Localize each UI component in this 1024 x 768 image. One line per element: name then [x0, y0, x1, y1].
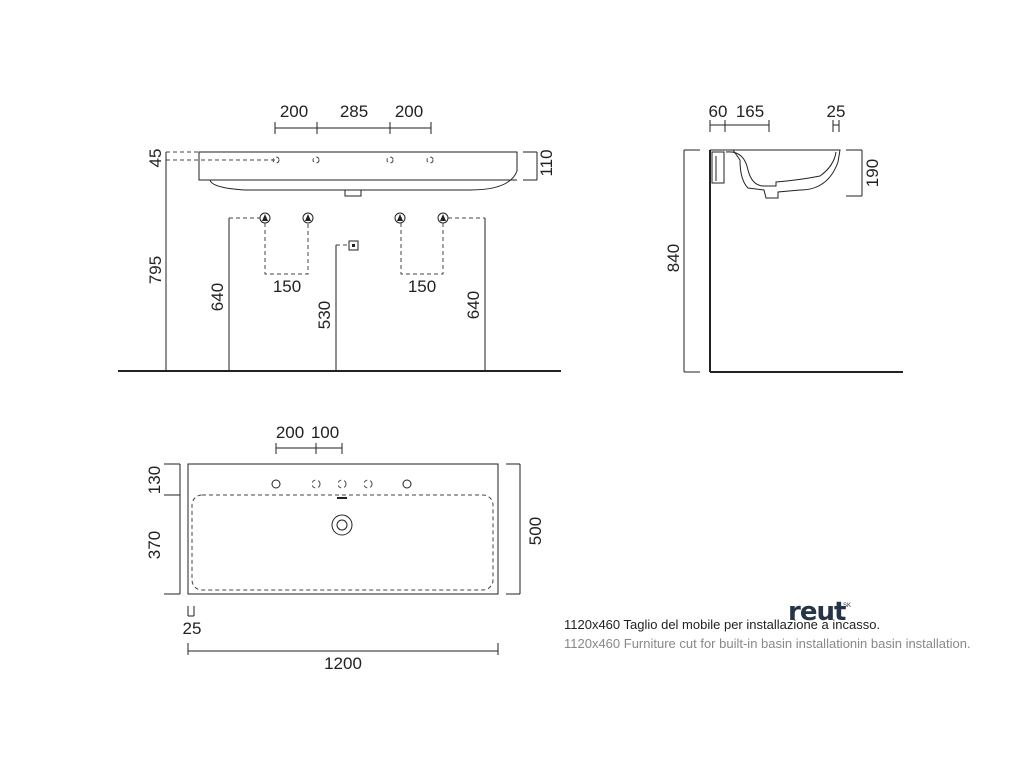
- front-drain-symbol: [348, 240, 359, 251]
- plan-drain: [331, 514, 353, 536]
- plan-dim-1200: 1200: [324, 654, 362, 673]
- plan-tap-hole: [271, 479, 281, 489]
- front-dim-110: 110: [537, 149, 556, 176]
- side-dim-25: 25: [827, 102, 846, 121]
- plan-dim-130: 130: [145, 466, 164, 494]
- reut-logo-superscript: SK: [843, 603, 852, 609]
- plan-tap-hole: [363, 479, 373, 489]
- plan-tap-hole: [402, 479, 412, 489]
- side-dim-840: 840: [664, 244, 683, 272]
- front-tap-hole: [312, 156, 320, 164]
- plan-tap-hole: [337, 479, 347, 489]
- plan-dim-500: 500: [526, 517, 545, 545]
- front-dim-150-left: 150: [273, 277, 301, 296]
- plan-tap-hole: [311, 479, 321, 489]
- side-dim-165: 165: [736, 102, 764, 121]
- front-dim-45: 45: [146, 149, 165, 168]
- front-dim-530: 530: [315, 301, 334, 329]
- plan-overflow: [337, 497, 347, 499]
- front-tap-hole: [426, 156, 434, 164]
- plan-outer-outline: [187, 463, 499, 595]
- plan-dim-370: 370: [145, 531, 164, 559]
- front-tap-hole: [386, 156, 394, 164]
- front-view: 200 285 200 45 795 110: [118, 102, 561, 372]
- front-drain: [344, 189, 362, 197]
- reut-logo: reut: [788, 597, 846, 627]
- front-basin-outline: [198, 151, 518, 191]
- front-supply-right: [394, 212, 449, 224]
- front-dim-200-right: 200: [395, 102, 423, 121]
- front-supply-left: [259, 212, 314, 224]
- caption-english: 1120x460 Furniture cut for built-in basi…: [564, 636, 971, 651]
- front-dim-285: 285: [340, 102, 368, 121]
- plan-dim-25: 25: [183, 619, 202, 638]
- plan-bowl-outline: [191, 494, 494, 591]
- side-dim-60: 60: [709, 102, 728, 121]
- plan-view: 200 100 130 370 500 25 1200: [145, 423, 545, 673]
- front-dim-200-left: 200: [280, 102, 308, 121]
- side-basin-profile: [710, 149, 841, 199]
- front-dim-795: 795: [146, 256, 165, 284]
- front-dim-640-right: 640: [464, 291, 483, 319]
- plan-dim-200: 200: [276, 423, 304, 442]
- caption-italian: 1120x460 Taglio del mobile per installaz…: [564, 617, 881, 632]
- plan-dim-100: 100: [311, 423, 339, 442]
- side-dim-190: 190: [863, 159, 882, 187]
- front-dim-150-right: 150: [408, 277, 436, 296]
- side-view: 60 165 25 190 840: [664, 102, 903, 373]
- front-dim-640-left: 640: [208, 283, 227, 311]
